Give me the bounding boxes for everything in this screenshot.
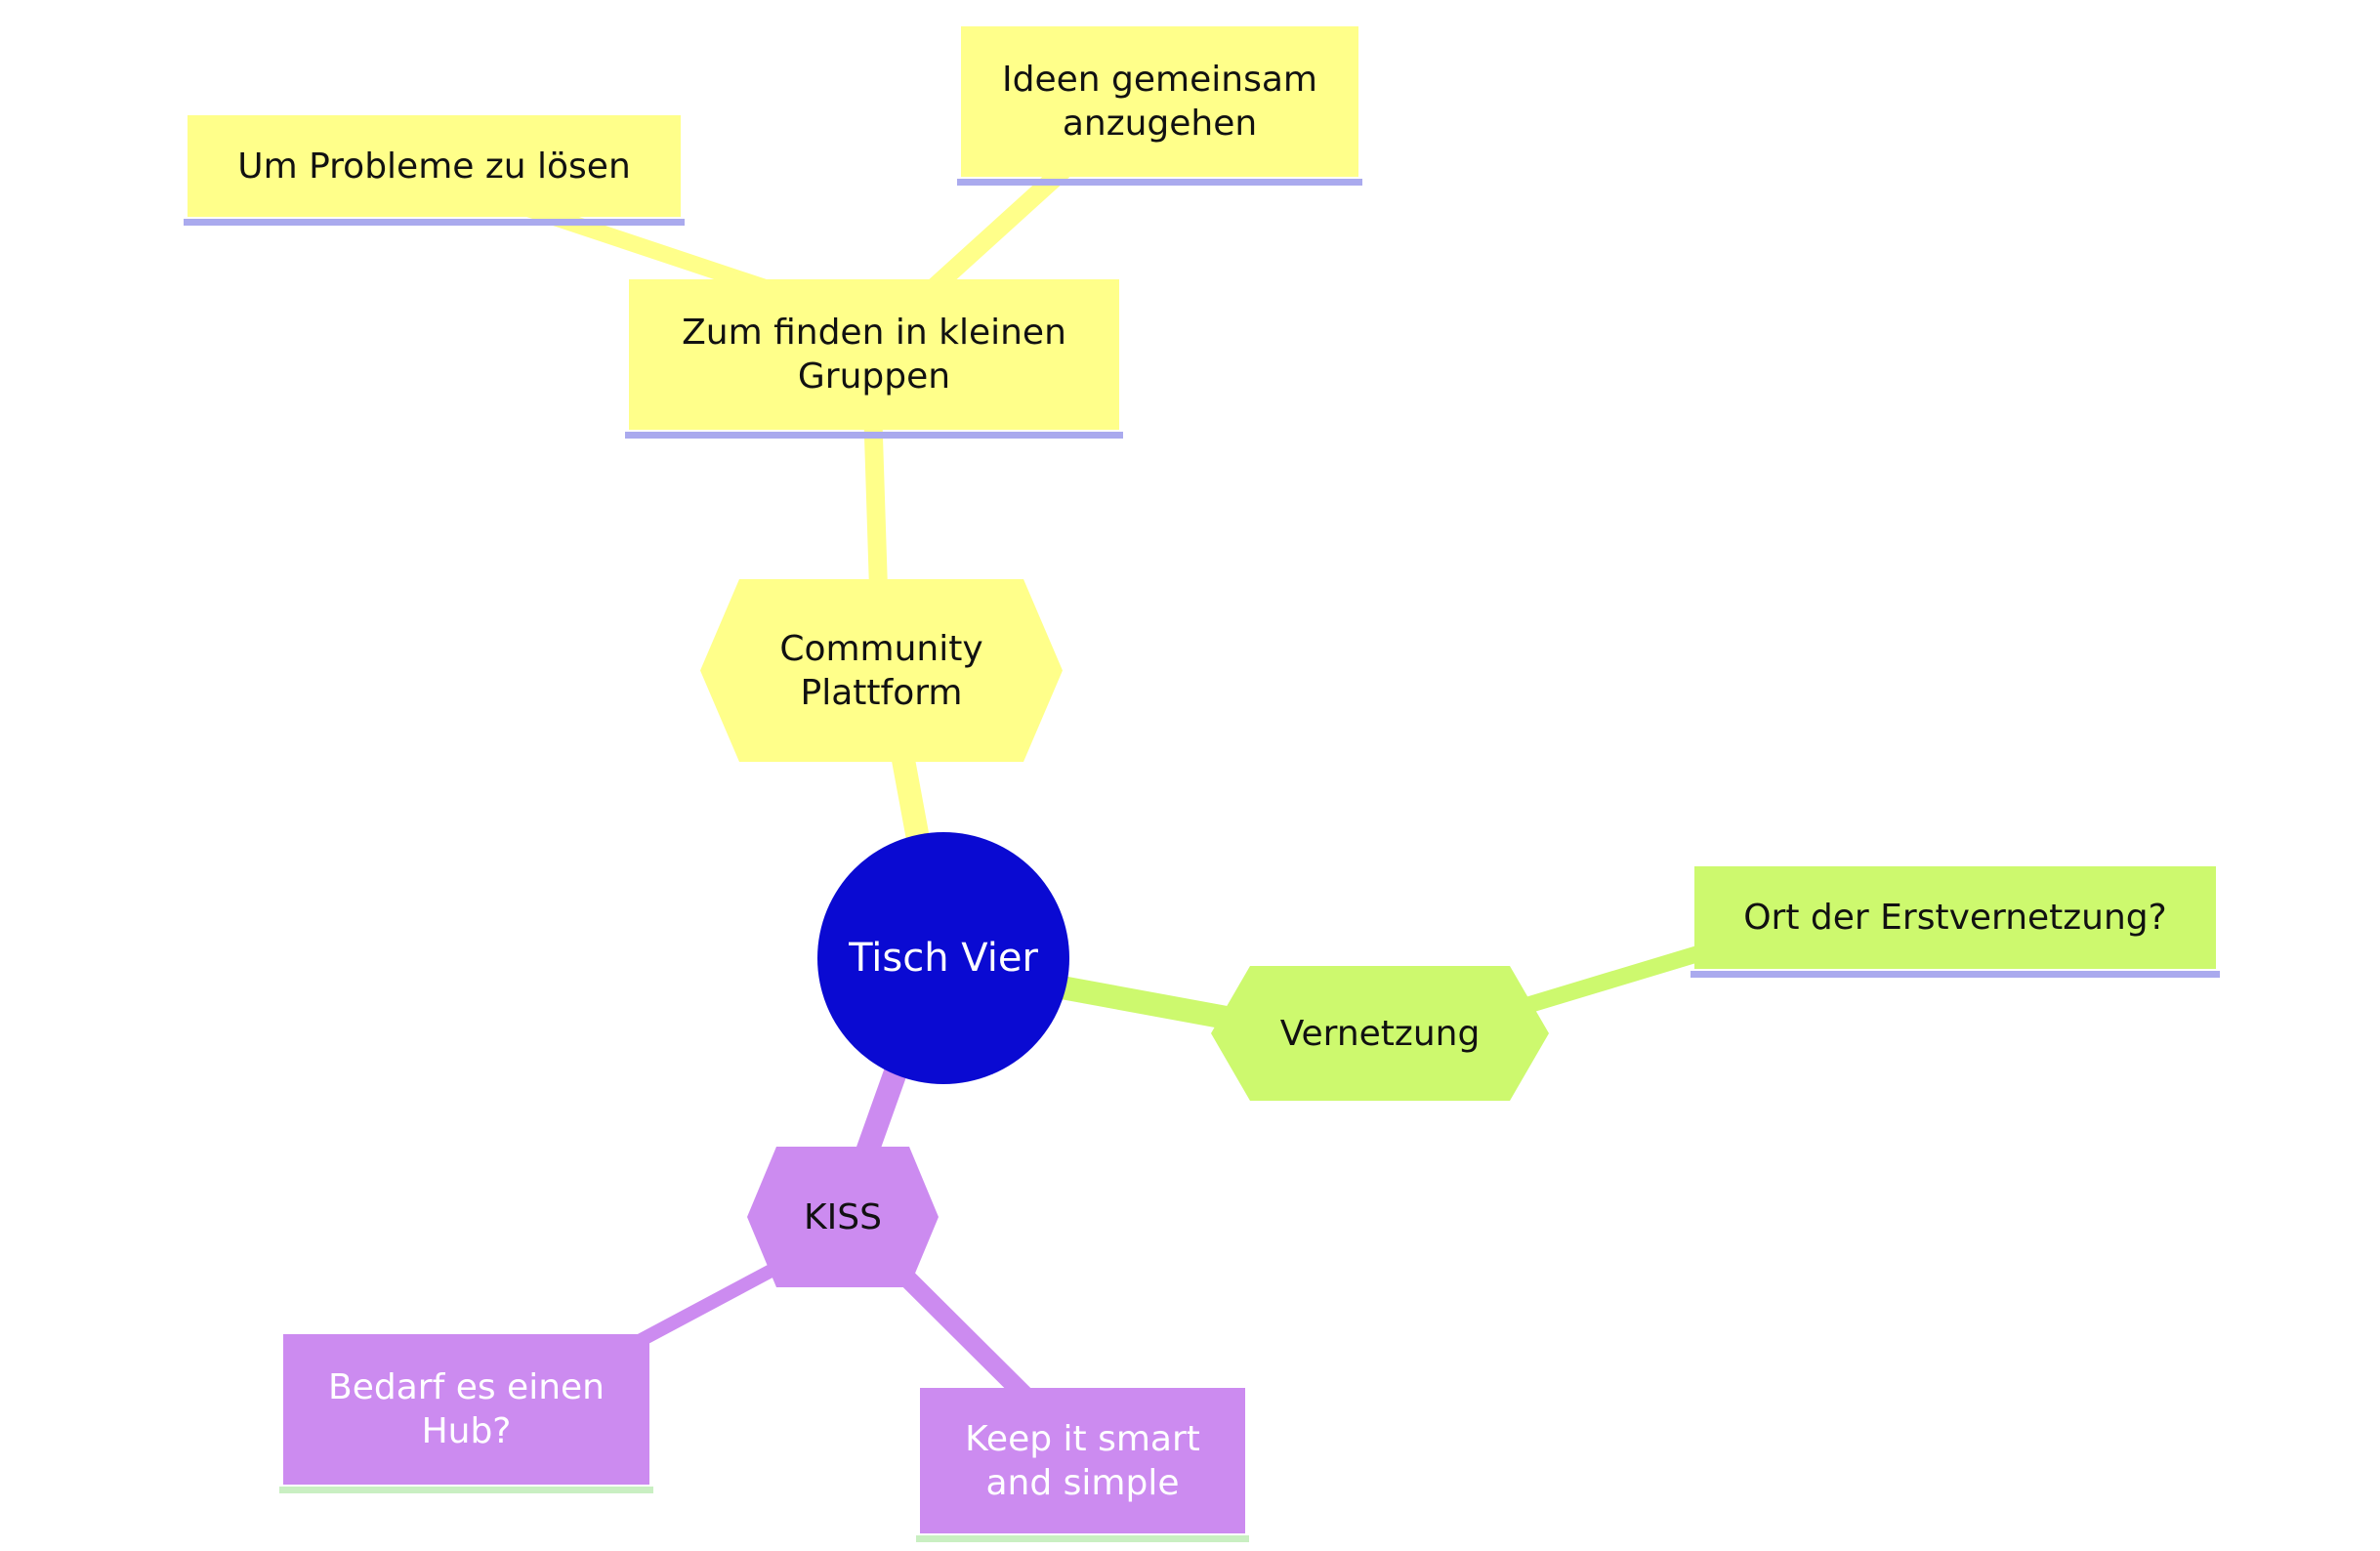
node-vernetzung[interactable]: Vernetzung (1211, 966, 1549, 1101)
node-um-probleme-zu-loesen[interactable]: Um Probleme zu lösen (184, 115, 685, 226)
node-label: Zum finden in kleinen Gruppen (682, 313, 1066, 397)
node-underline (184, 219, 685, 226)
node-underline (279, 1487, 653, 1493)
node-label: Vernetzung (1279, 1013, 1481, 1054)
node-label: KISS (804, 1196, 882, 1237)
node-label: Community Plattform (779, 628, 983, 713)
node-label: Um Probleme zu lösen (237, 146, 631, 187)
node-keep-it-smart-and-simple[interactable]: Keep it smart and simple (916, 1388, 1249, 1542)
root-node-tisch-vier[interactable]: Tisch Vier (817, 832, 1069, 1084)
root-node-label: Tisch Vier (849, 936, 1038, 981)
node-label: Bedarf es einen Hub? (328, 1367, 605, 1451)
node-underline (1691, 971, 2220, 978)
node-ort-der-erstvernetzung[interactable]: Ort der Erstvernetzung? (1691, 866, 2220, 978)
node-label: Ideen gemeinsam anzugehen (1002, 60, 1317, 144)
node-ideen-gemeinsam-anzugehen[interactable]: Ideen gemeinsam anzugehen (957, 26, 1362, 186)
node-label: Keep it smart and simple (965, 1418, 1200, 1503)
node-community-plattform[interactable]: Community Plattform (700, 579, 1063, 762)
node-bedarf-es-einen-hub[interactable]: Bedarf es einen Hub? (279, 1334, 653, 1493)
node-zum-finden-in-kleinen-gruppen[interactable]: Zum finden in kleinen Gruppen (625, 279, 1123, 439)
node-kiss[interactable]: KISS (747, 1147, 939, 1287)
node-label: Ort der Erstvernetzung? (1743, 898, 2167, 938)
node-underline (916, 1535, 1249, 1542)
node-underline (957, 179, 1362, 186)
node-underline (625, 432, 1123, 439)
